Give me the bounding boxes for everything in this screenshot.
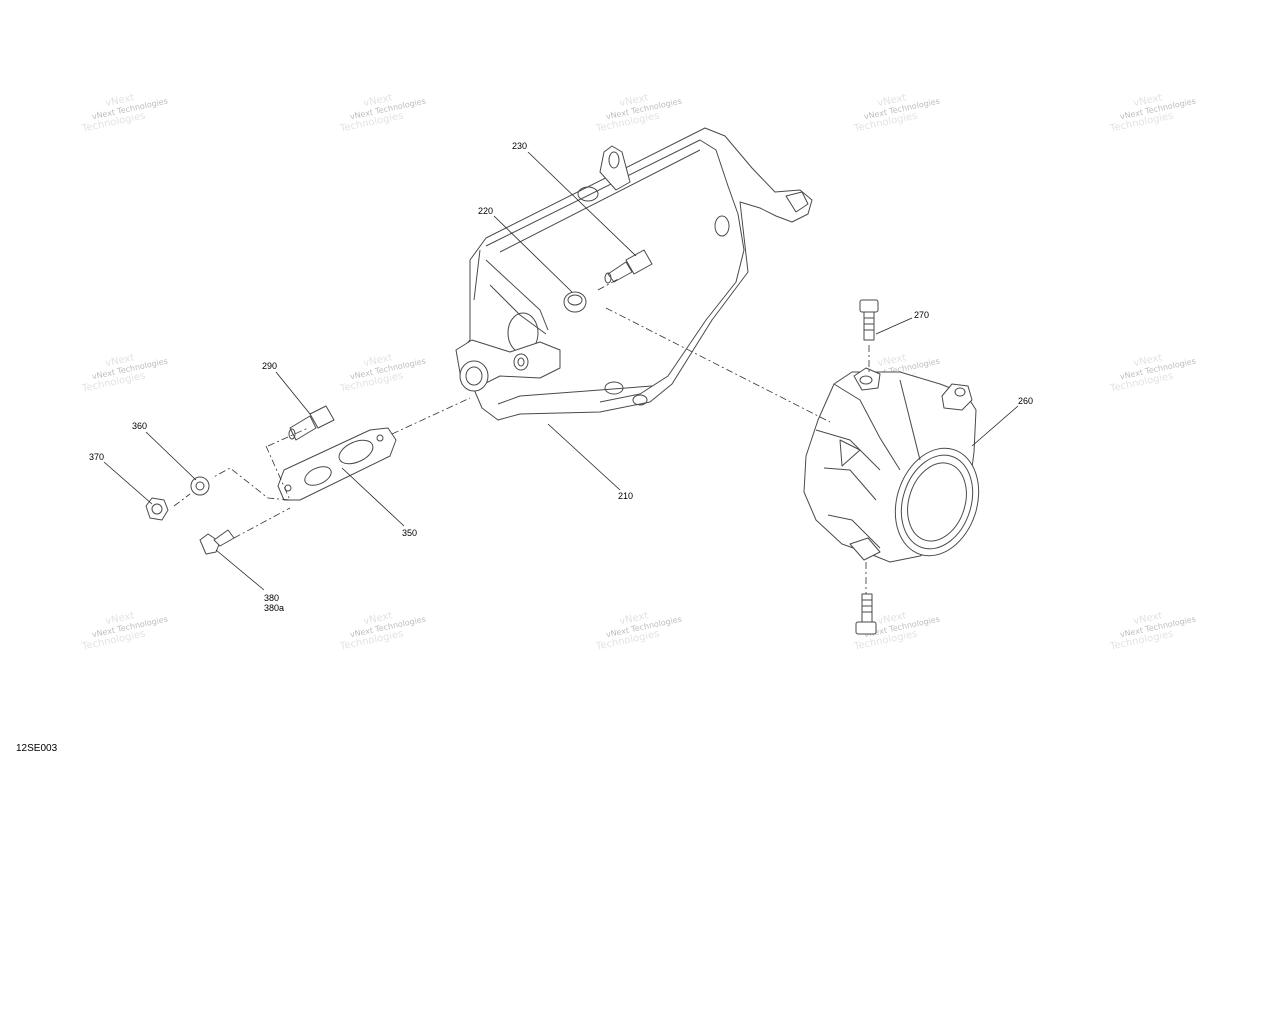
callout-380a: 380a xyxy=(264,603,284,613)
assembly-lines xyxy=(173,277,870,594)
part-360-washer xyxy=(190,476,210,496)
callout-290: 290 xyxy=(262,361,277,371)
part-260-housing xyxy=(803,367,980,563)
callout-220: 220 xyxy=(478,206,493,216)
callout-380: 380 xyxy=(264,593,279,603)
drawing-code: 12SE003 xyxy=(16,743,58,754)
part-lower-bolt xyxy=(855,593,877,635)
part-220-bushing xyxy=(563,291,587,313)
callout-210: 210 xyxy=(618,491,633,501)
callout-labels: 230 220 210 260 270 290 350 360 370 380 … xyxy=(89,141,1033,613)
callout-370: 370 xyxy=(89,452,104,462)
callout-230: 230 xyxy=(512,141,527,151)
leader-lines xyxy=(103,151,1019,591)
callout-260: 260 xyxy=(1018,396,1033,406)
callout-270: 270 xyxy=(914,310,929,320)
part-270-bolt xyxy=(859,299,879,341)
part-290-bolt xyxy=(288,405,335,441)
part-350-plate xyxy=(277,427,397,501)
callout-360: 360 xyxy=(132,421,147,431)
part-230-bolt xyxy=(604,249,653,284)
callout-350: 350 xyxy=(402,528,417,538)
